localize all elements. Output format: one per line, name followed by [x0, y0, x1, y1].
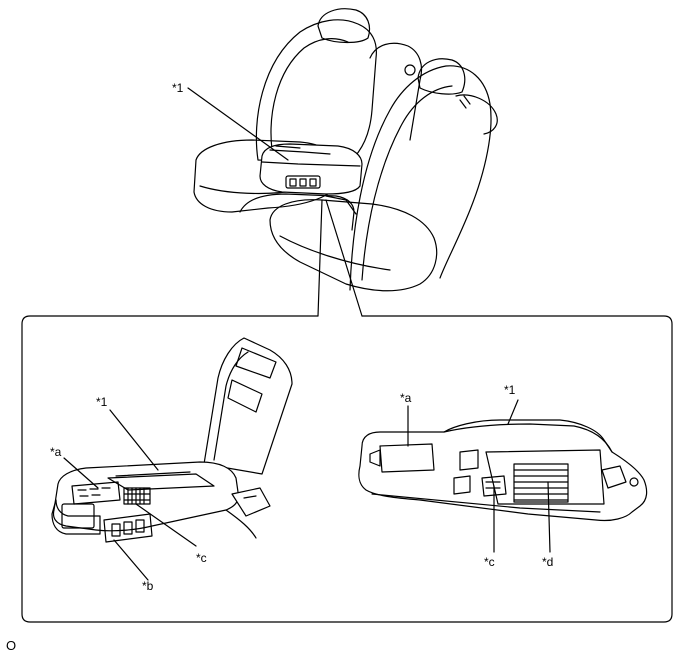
- label-left-a: *a: [50, 445, 62, 459]
- label-right-1: *1: [504, 383, 516, 397]
- rear-seat-illustration: *1: [172, 8, 498, 317]
- figure-code: O: [6, 638, 17, 653]
- label-top-1: *1: [172, 81, 184, 95]
- armrest-box-illustration: *1 *a *c *b: [50, 337, 293, 593]
- label-right-c: *c: [484, 555, 495, 569]
- label-right-a: *a: [400, 391, 412, 405]
- armrest-cross-section: *a *1 *c *d: [358, 383, 648, 569]
- label-left-b: *b: [142, 579, 154, 593]
- label-left-1: *1: [96, 395, 108, 409]
- label-left-c: *c: [196, 551, 207, 565]
- detail-frame: [21, 315, 673, 623]
- label-right-d: *d: [542, 555, 553, 569]
